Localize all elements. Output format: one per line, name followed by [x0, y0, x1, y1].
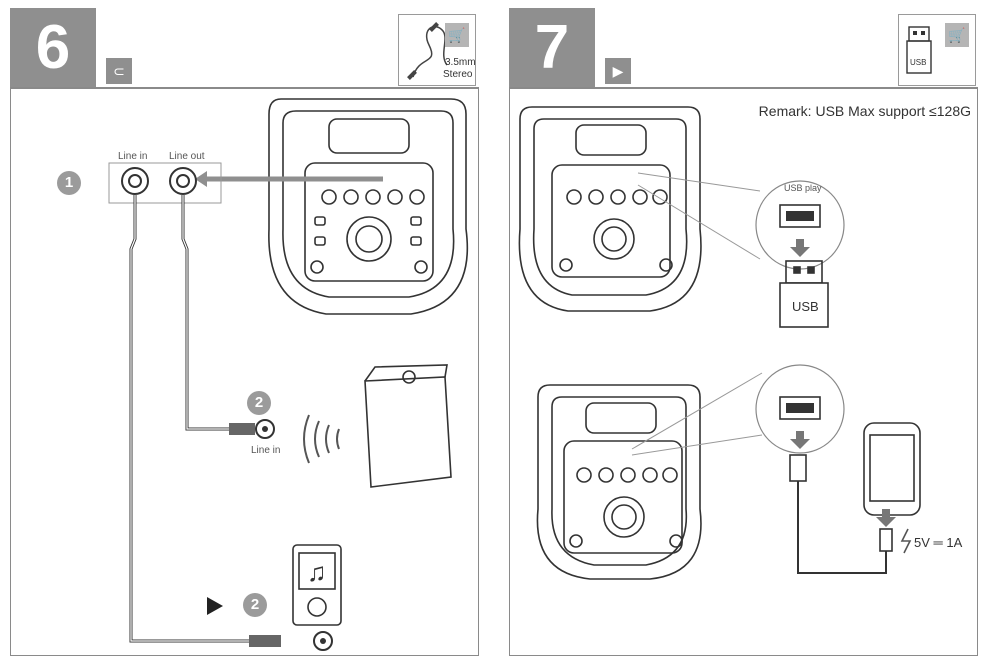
port-label-line-in: Line in — [118, 151, 148, 162]
usb-stick — [779, 260, 829, 328]
usb-stick-icon — [906, 26, 932, 74]
step-6-illustration: ♫ Line in Line out 1 2 2 Line in — [10, 88, 479, 656]
step-badge-2-speaker: 2 — [247, 391, 271, 415]
step-number-7: 7 — [509, 8, 595, 88]
accessory-cable-box: 🛒 3.5mm Stereo — [398, 14, 476, 86]
line-in-connection-diagram: ♫ — [108, 98, 469, 651]
usb-stick-label: USB — [792, 299, 819, 314]
sound-wave-icon — [303, 414, 340, 464]
step-7-illustration: Remark: USB Max support ≤128G — [509, 88, 978, 656]
play-icon — [207, 597, 223, 615]
party-speaker-control-panel — [268, 98, 469, 315]
shopping-cart-icon: 🛒 — [945, 23, 969, 47]
speaker-line-in-label: Line in — [251, 445, 281, 456]
usb-connection-diagram — [518, 106, 921, 580]
usb-play-mode-icon: ▶ — [605, 58, 631, 84]
shopping-cart-icon: 🛒 — [445, 23, 469, 47]
step-badge-2-player: 2 — [243, 593, 267, 617]
audio-cable-icon — [407, 22, 448, 80]
smartphone — [863, 422, 921, 527]
svg-text:♫: ♫ — [307, 557, 327, 587]
usb-capacity-remark: Remark: USB Max support ≤128G — [758, 103, 971, 119]
party-speaker-lower — [536, 384, 702, 580]
step-number-6: 6 — [10, 8, 96, 88]
accessory-label-type: Stereo — [443, 69, 473, 80]
mp3-player: ♫ — [292, 544, 342, 626]
port-label-line-out: Line out — [169, 151, 205, 162]
party-speaker-upper — [518, 106, 702, 312]
external-speaker — [364, 364, 452, 488]
step-6-panel: 6 ⊂ 🛒 3.5mm Stereo — [10, 8, 479, 656]
step-badge-1: 1 — [57, 171, 81, 195]
step-7-panel: 7 ▶ 🛒 USB Remark: USB Max support ≤128G — [509, 8, 978, 656]
usb-play-label: USB play — [784, 183, 822, 193]
power-spec-label: 5V ═ 1A — [914, 535, 963, 550]
accessory-usb-box: 🛒 USB — [898, 14, 976, 86]
accessory-label-size: 3.5mm — [445, 57, 476, 68]
accessory-usb-label: USB — [910, 58, 927, 67]
line-in-plug-icon: ⊂ — [106, 58, 132, 84]
